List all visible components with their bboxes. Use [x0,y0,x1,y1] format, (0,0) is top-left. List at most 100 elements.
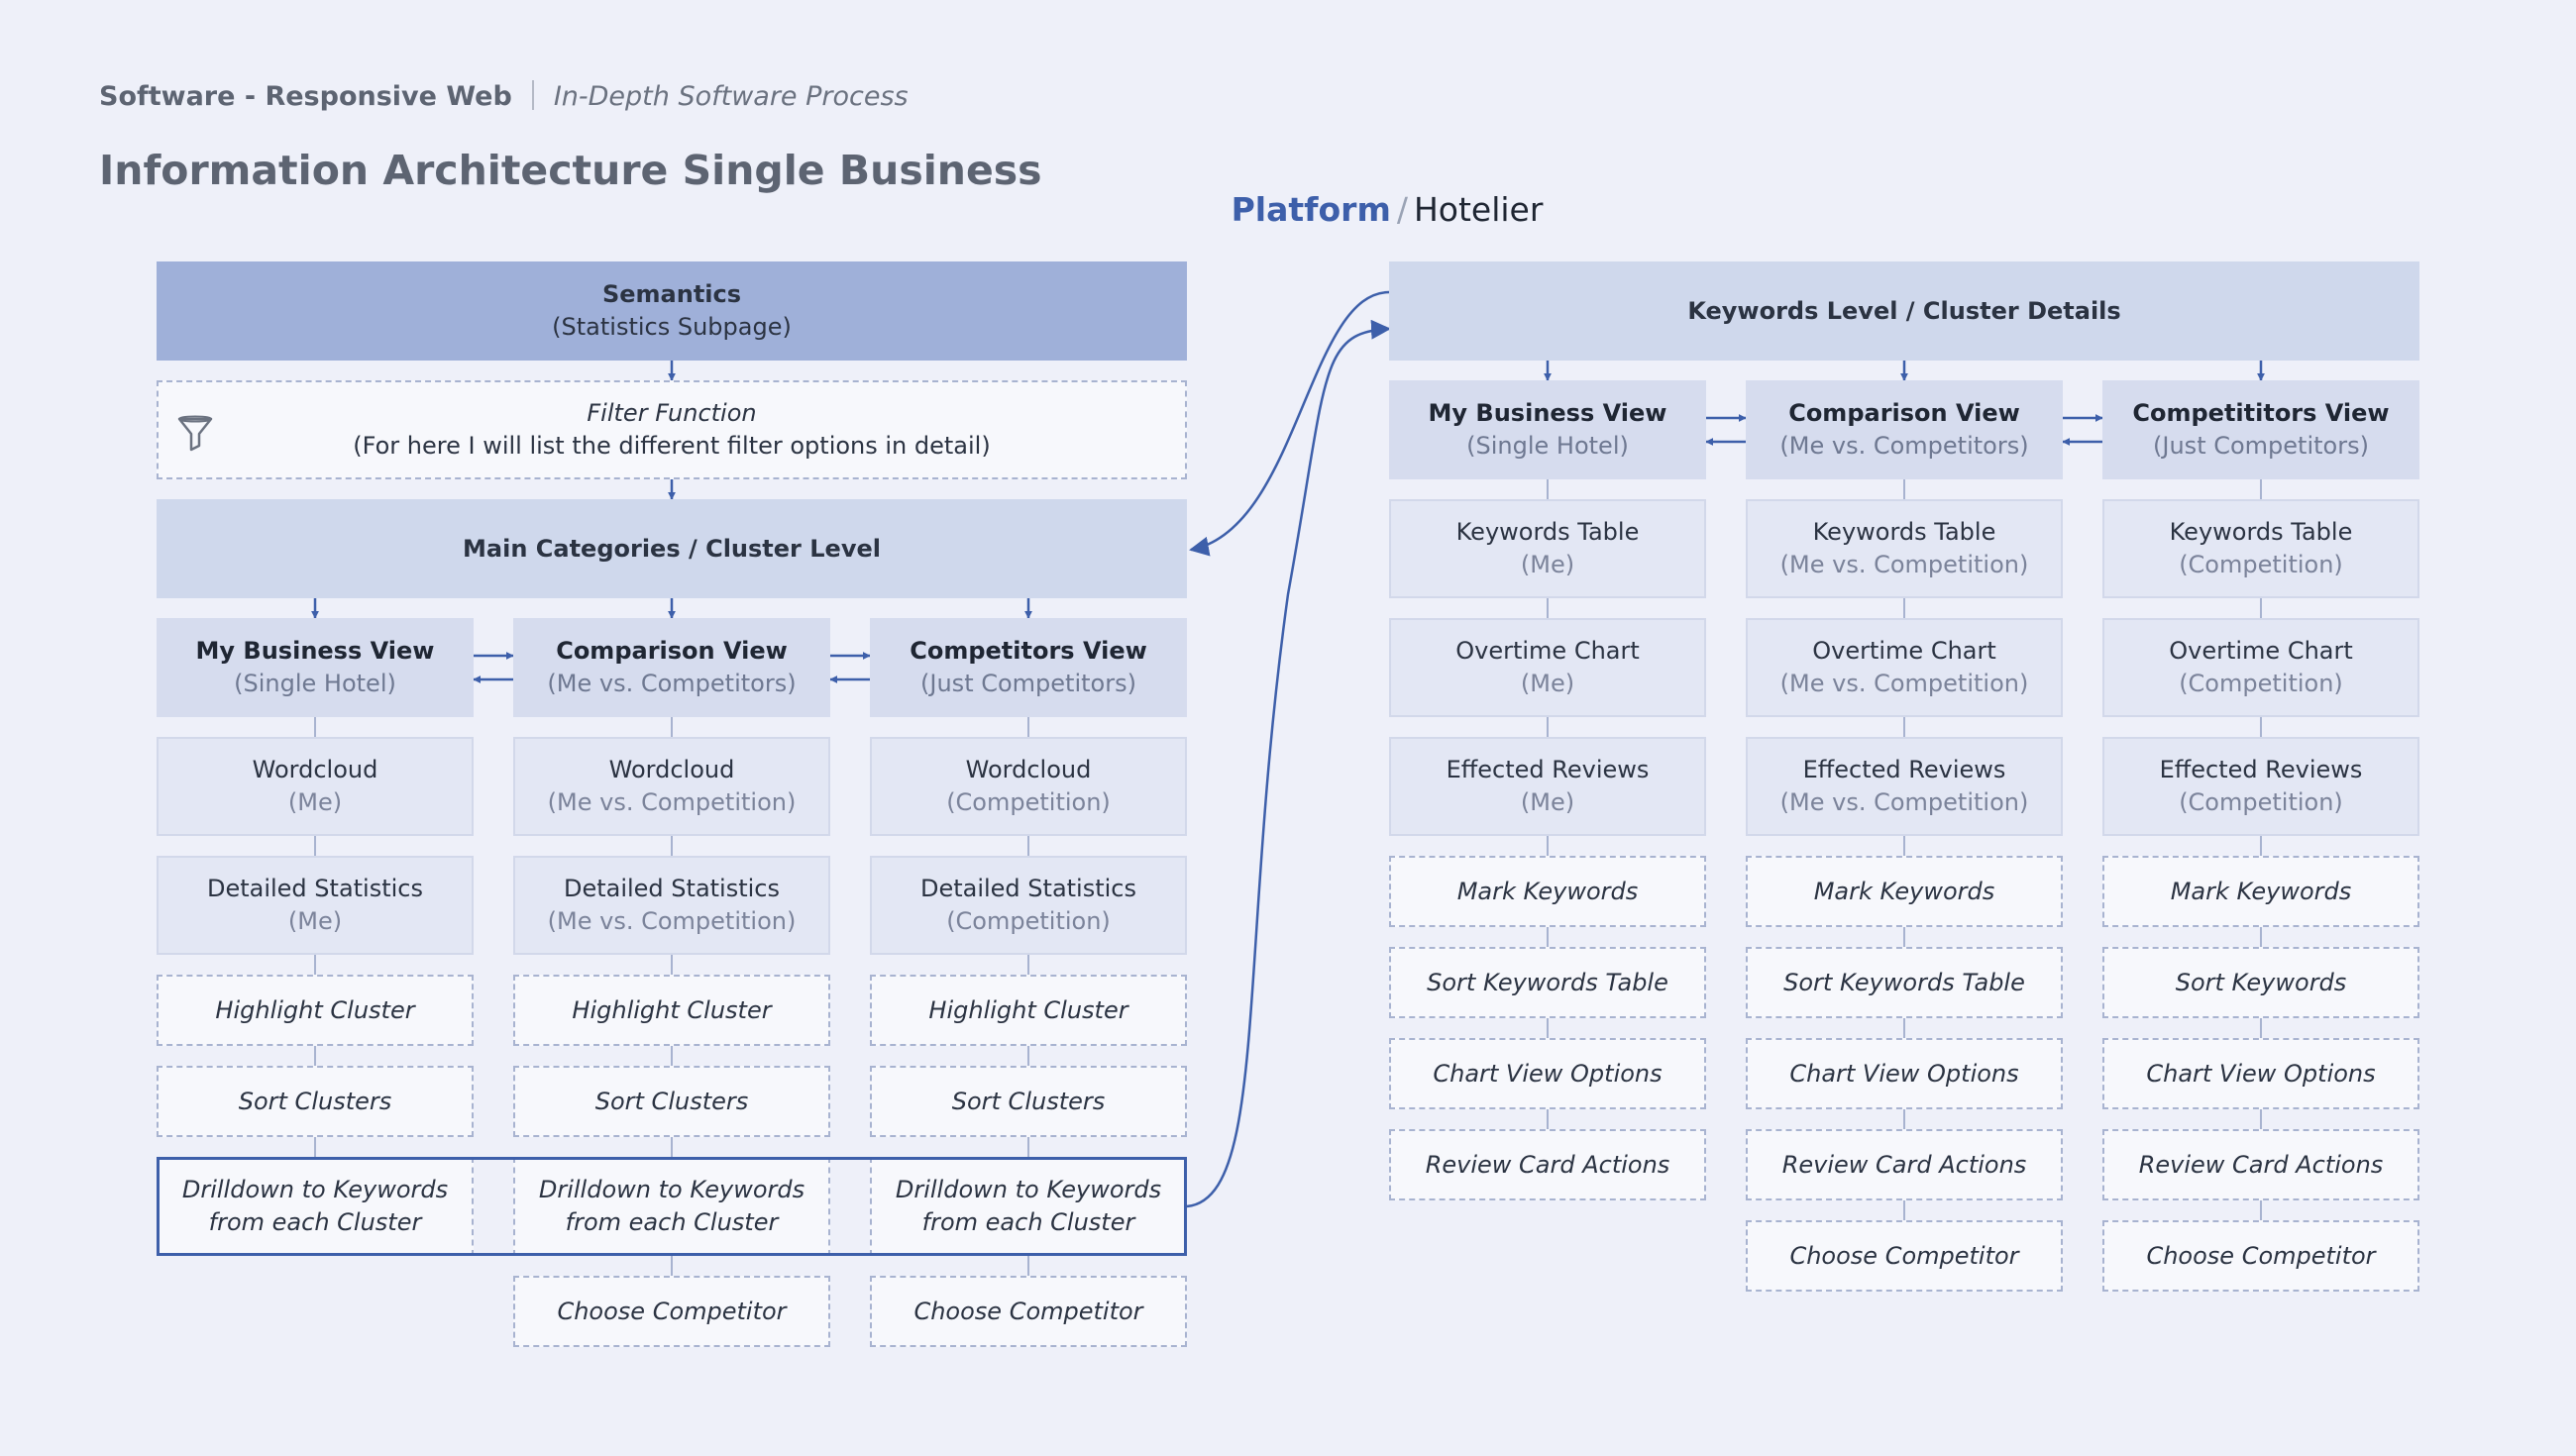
right-my-sort-keywords-table[interactable]: Sort Keywords Table [1389,947,1706,1018]
right-competitors-view[interactable]: Competititors View (Just Competitors) [2102,380,2419,479]
action-label: Sort Keywords [2175,968,2347,996]
brand-label: Software - Responsive Web [99,81,512,112]
item-subtitle: (Competition) [946,788,1111,816]
right-comparison-sort-keywords-table[interactable]: Sort Keywords Table [1746,947,2063,1018]
left-comparison-detailed-statistics[interactable]: Detailed Statistics (Me vs. Competition) [513,856,830,955]
action-label-line1: Drilldown to Keywords [538,1176,805,1203]
filter-function-node[interactable]: Filter Function (For here I will list th… [157,380,1187,479]
action-label: Mark Keywords [2170,877,2352,905]
view-title: Comparison View [1788,399,2020,427]
semantics-node[interactable]: Semantics (Statistics Subpage) [157,261,1187,361]
breadcrumb-platform[interactable]: Platform [1231,190,1391,229]
item-title: Wordcloud [965,756,1092,783]
action-label: Mark Keywords [1813,877,1995,905]
right-competitors-choose-competitor[interactable]: Choose Competitor [2102,1220,2419,1292]
header-bar: Software - Responsive Web In-Depth Softwa… [99,79,909,113]
item-title: Effected Reviews [2159,756,2363,783]
view-subtitle: (Me vs. Competitors) [547,670,797,697]
right-comparison-chart-view-options[interactable]: Chart View Options [1746,1038,2063,1109]
right-my-business-view[interactable]: My Business View (Single Hotel) [1389,380,1706,479]
right-competitors-effected-reviews[interactable]: Effected Reviews (Competition) [2102,737,2419,836]
item-subtitle: (Me) [287,907,343,935]
action-label: Review Card Actions [2138,1150,2384,1179]
right-my-keywords-table[interactable]: Keywords Table (Me) [1389,499,1706,598]
left-competitors-choose-competitor[interactable]: Choose Competitor [870,1276,1187,1347]
view-subtitle: (Just Competitors) [2153,432,2369,460]
page-title: Information Architecture Single Business [99,147,1042,194]
view-subtitle: (Single Hotel) [234,670,396,697]
left-competitors-sort-clusters[interactable]: Sort Clusters [870,1066,1187,1137]
item-title: Keywords Table [1812,518,1996,546]
item-title: Keywords Table [1455,518,1640,546]
right-competitors-sort-keywords[interactable]: Sort Keywords [2102,947,2419,1018]
item-subtitle: (Me vs. Competition) [1779,670,2029,697]
action-label-line2: from each Cluster [208,1208,422,1236]
item-subtitle: (Competition) [946,907,1111,935]
left-competitors-drilldown[interactable]: Drilldown to Keywords from each Cluster [870,1157,1187,1256]
view-subtitle: (Just Competitors) [920,670,1136,697]
item-title: Wordcloud [608,756,735,783]
right-my-review-card-actions[interactable]: Review Card Actions [1389,1129,1706,1200]
action-label: Sort Keywords Table [1783,968,2025,996]
right-comparison-effected-reviews[interactable]: Effected Reviews (Me vs. Competition) [1746,737,2063,836]
breadcrumb-separator: / [1396,190,1408,229]
left-competitors-wordcloud[interactable]: Wordcloud (Competition) [870,737,1187,836]
right-comparison-overtime-chart[interactable]: Overtime Chart (Me vs. Competition) [1746,618,2063,717]
right-comparison-review-card-actions[interactable]: Review Card Actions [1746,1129,2063,1200]
node-title: Main Categories / Cluster Level [463,534,881,563]
item-title: Effected Reviews [1802,756,2006,783]
left-comparison-wordcloud[interactable]: Wordcloud (Me vs. Competition) [513,737,830,836]
item-subtitle: (Me vs. Competition) [1779,788,2029,816]
action-label: Highlight Cluster [215,995,415,1024]
left-comparison-highlight-cluster[interactable]: Highlight Cluster [513,975,830,1046]
right-my-overtime-chart[interactable]: Overtime Chart (Me) [1389,618,1706,717]
action-label: Sort Clusters [951,1087,1106,1115]
left-comparison-choose-competitor[interactable]: Choose Competitor [513,1276,830,1347]
item-subtitle: (Competition) [2179,670,2343,697]
action-label: Choose Competitor [557,1297,787,1325]
left-competitors-view[interactable]: Competitors View (Just Competitors) [870,618,1187,717]
process-label: In-Depth Software Process [553,81,909,112]
right-competitors-keywords-table[interactable]: Keywords Table (Competition) [2102,499,2419,598]
breadcrumb: Platform/Hotelier [1090,190,1684,229]
right-comparison-mark-keywords[interactable]: Mark Keywords [1746,856,2063,927]
right-comparison-keywords-table[interactable]: Keywords Table (Me vs. Competition) [1746,499,2063,598]
left-comparison-drilldown[interactable]: Drilldown to Keywords from each Cluster [513,1157,830,1256]
item-title: Overtime Chart [2169,637,2353,665]
left-competitors-highlight-cluster[interactable]: Highlight Cluster [870,975,1187,1046]
right-my-chart-view-options[interactable]: Chart View Options [1389,1038,1706,1109]
node-subtitle: (For here I will list the different filt… [353,432,991,460]
action-label-line2: from each Cluster [921,1208,1135,1236]
item-subtitle: (Me) [1520,788,1575,816]
action-label: Review Card Actions [1425,1150,1670,1179]
item-title: Detailed Statistics [919,875,1137,902]
right-competitors-overtime-chart[interactable]: Overtime Chart (Competition) [2102,618,2419,717]
main-categories-node[interactable]: Main Categories / Cluster Level [157,499,1187,598]
left-my-detailed-statistics[interactable]: Detailed Statistics (Me) [157,856,474,955]
right-my-effected-reviews[interactable]: Effected Reviews (Me) [1389,737,1706,836]
action-label: Chart View Options [1433,1059,1663,1088]
right-comparison-choose-competitor[interactable]: Choose Competitor [1746,1220,2063,1292]
right-comparison-view[interactable]: Comparison View (Me vs. Competitors) [1746,380,2063,479]
left-my-sort-clusters[interactable]: Sort Clusters [157,1066,474,1137]
right-competitors-review-card-actions[interactable]: Review Card Actions [2102,1129,2419,1200]
action-label: Sort Clusters [238,1087,392,1115]
left-my-business-view[interactable]: My Business View (Single Hotel) [157,618,474,717]
view-title: Competitors View [910,637,1147,665]
action-label-line2: from each Cluster [565,1208,779,1236]
item-subtitle: (Me vs. Competition) [547,788,797,816]
left-competitors-detailed-statistics[interactable]: Detailed Statistics (Competition) [870,856,1187,955]
view-subtitle: (Single Hotel) [1466,432,1629,460]
left-comparison-sort-clusters[interactable]: Sort Clusters [513,1066,830,1137]
left-my-wordcloud[interactable]: Wordcloud (Me) [157,737,474,836]
left-my-highlight-cluster[interactable]: Highlight Cluster [157,975,474,1046]
right-competitors-mark-keywords[interactable]: Mark Keywords [2102,856,2419,927]
item-title: Keywords Table [2169,518,2353,546]
left-comparison-view[interactable]: Comparison View (Me vs. Competitors) [513,618,830,717]
right-my-mark-keywords[interactable]: Mark Keywords [1389,856,1706,927]
keywords-level-node[interactable]: Keywords Level / Cluster Details [1389,261,2419,361]
right-competitors-chart-view-options[interactable]: Chart View Options [2102,1038,2419,1109]
action-label: Choose Competitor [2146,1241,2376,1270]
action-label-line1: Drilldown to Keywords [895,1176,1162,1203]
left-my-drilldown[interactable]: Drilldown to Keywords from each Cluster [157,1157,474,1256]
